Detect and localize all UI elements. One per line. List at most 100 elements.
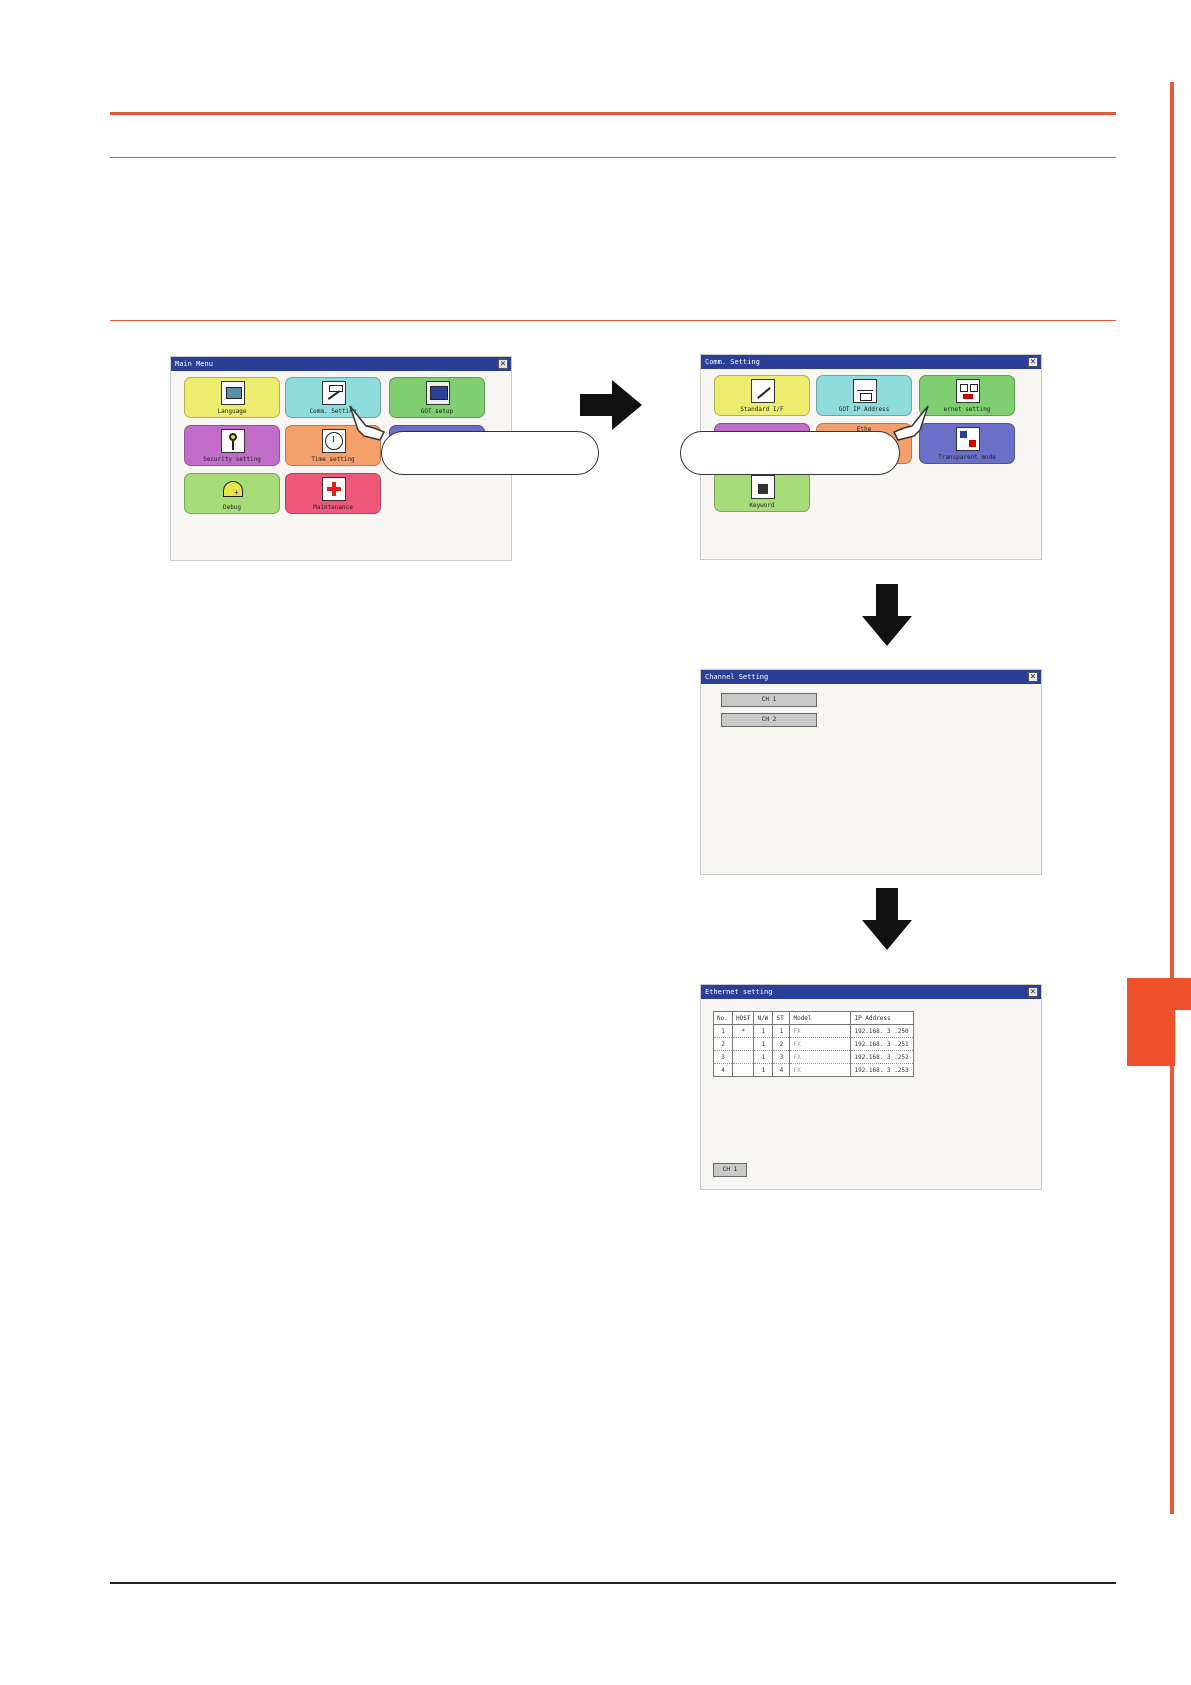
hand-pointer-icon xyxy=(892,405,930,442)
tile-ethernet-setting[interactable]: ernet setting xyxy=(919,375,1015,416)
header-rule-top xyxy=(110,112,1116,115)
callout-touch-comm xyxy=(381,431,599,475)
tile-maintenance[interactable]: Maintenance xyxy=(285,473,381,514)
tile-got-setup[interactable]: GOT setup xyxy=(389,377,485,418)
arrow-down-icon xyxy=(862,888,912,950)
cell-host xyxy=(731,1063,755,1077)
cell-model: FX xyxy=(789,1050,852,1064)
comm-setting-title: Comm. Setting xyxy=(705,358,760,366)
lock-icon xyxy=(751,475,775,499)
cell-model: FX xyxy=(789,1024,852,1038)
footer-rule xyxy=(110,1582,1116,1584)
cable-icon xyxy=(322,381,346,405)
main-menu-title: Main Menu xyxy=(175,360,213,368)
ethernet-icon xyxy=(956,379,980,403)
tile-label: GOT IP Address xyxy=(838,406,890,413)
table-row[interactable]: 3 1 3 FX 192.168. 3 .252 xyxy=(713,1050,915,1064)
cell-model: FX xyxy=(789,1037,852,1051)
cell-st: 1 xyxy=(772,1024,791,1038)
cell-host: * xyxy=(731,1024,755,1038)
tile-label: Time setting xyxy=(311,456,355,463)
interface-icon xyxy=(751,379,775,403)
network-icon xyxy=(853,379,877,403)
tile-label: Maintenance xyxy=(313,504,353,511)
arrow-down-icon xyxy=(862,584,912,646)
tile-label: Debug xyxy=(222,504,242,511)
chapter-tab-notch xyxy=(1175,1010,1191,1066)
tile-standard-if[interactable]: Standard I/F xyxy=(714,375,810,416)
cell-ip: 192.168. 3 .251 xyxy=(850,1037,915,1051)
tile-got-ip-address[interactable]: GOT IP Address xyxy=(816,375,912,416)
margin-line xyxy=(1170,82,1174,1514)
clock-icon xyxy=(322,429,346,453)
channel-setting-titlebar: Channel Setting × xyxy=(701,670,1041,684)
tile-comm-setting[interactable]: Comm. Setting xyxy=(285,377,381,418)
cell-st: 4 xyxy=(772,1063,791,1077)
cell-nw: 1 xyxy=(753,1050,774,1064)
comm-setting-titlebar: Comm. Setting × xyxy=(701,355,1041,369)
ethernet-setting-screen: Ethernet setting × No. HOST N/W ST Model… xyxy=(700,984,1042,1190)
cell-nw: 1 xyxy=(753,1063,774,1077)
table-row[interactable]: 2 1 2 FX 192.168. 3 .251 xyxy=(713,1037,915,1051)
ch2-button[interactable]: CH 2 xyxy=(721,713,817,727)
cell-host xyxy=(731,1050,755,1064)
cell-ip: 192.168. 3 .252 xyxy=(850,1050,915,1064)
monitor-icon xyxy=(221,381,245,405)
cell-ip: 192.168. 3 .253 xyxy=(850,1063,915,1077)
tile-label: Transparent mode xyxy=(938,454,996,461)
cell-nw: 1 xyxy=(753,1024,774,1038)
section-rule xyxy=(110,320,1116,321)
tile-security-setting[interactable]: Security setting xyxy=(184,425,280,466)
tile-label: GOT setup xyxy=(420,408,454,415)
col-ip: IP Address xyxy=(850,1011,915,1025)
debug-icon: + xyxy=(221,477,245,501)
tile-label: Keyword xyxy=(749,502,775,509)
cell-no: 1 xyxy=(713,1024,733,1038)
close-icon[interactable]: × xyxy=(498,359,508,369)
callout-touch-ethernet xyxy=(680,431,900,475)
col-host: HOST xyxy=(731,1011,755,1025)
close-icon[interactable]: × xyxy=(1028,357,1038,367)
cell-model: FX xyxy=(789,1063,852,1077)
tile-label: ernet setting xyxy=(943,406,991,413)
key-icon xyxy=(221,429,245,453)
cell-no: 3 xyxy=(713,1050,733,1064)
cell-no: 4 xyxy=(713,1063,733,1077)
ethernet-table: No. HOST N/W ST Model IP Address 1 * 1 1… xyxy=(713,1011,915,1077)
tile-label: Ethe xyxy=(856,426,872,433)
col-st: ST xyxy=(772,1011,791,1025)
tile-transparent-mode[interactable]: Transparent mode xyxy=(919,423,1015,464)
tile-language[interactable]: Language xyxy=(184,377,280,418)
channel-setting-title: Channel Setting xyxy=(705,673,769,681)
table-row[interactable]: 1 * 1 1 FX 192.168. 3 .250 xyxy=(713,1024,915,1038)
hand-pointer-icon xyxy=(349,405,386,442)
cell-nw: 1 xyxy=(753,1037,774,1051)
tile-debug[interactable]: + Debug xyxy=(184,473,280,514)
maintenance-icon xyxy=(322,477,346,501)
ethernet-setting-titlebar: Ethernet setting × xyxy=(701,985,1041,999)
tile-label: Comm. Setting xyxy=(309,408,357,415)
cell-ip: 192.168. 3 .250 xyxy=(850,1024,915,1038)
col-nw: N/W xyxy=(753,1011,774,1025)
ch1-button[interactable]: CH 1 xyxy=(713,1163,747,1177)
cell-st: 3 xyxy=(772,1050,791,1064)
close-icon[interactable]: × xyxy=(1028,987,1038,997)
cell-st: 2 xyxy=(772,1037,791,1051)
cell-host xyxy=(731,1037,755,1051)
tile-label: Security setting xyxy=(203,456,261,463)
tile-label: Standard I/F xyxy=(740,406,784,413)
close-icon[interactable]: × xyxy=(1028,672,1038,682)
arrow-right-icon xyxy=(580,380,642,430)
header-rule-second xyxy=(110,157,1116,158)
ch1-button[interactable]: CH 1 xyxy=(721,693,817,707)
ethernet-setting-title: Ethernet setting xyxy=(705,988,773,996)
tile-label: Language xyxy=(217,408,247,415)
col-model: Model xyxy=(789,1011,852,1025)
main-menu-titlebar: Main Menu × xyxy=(171,357,511,371)
channel-setting-screen: Channel Setting × CH 1 CH 2 xyxy=(700,669,1042,875)
cell-no: 2 xyxy=(713,1037,733,1051)
table-row[interactable]: 4 1 4 FX 192.168. 3 .253 xyxy=(713,1063,915,1077)
tile-keyword[interactable]: Keyword xyxy=(714,471,810,512)
transparent-mode-icon xyxy=(956,427,980,451)
col-no: No. xyxy=(713,1011,733,1025)
